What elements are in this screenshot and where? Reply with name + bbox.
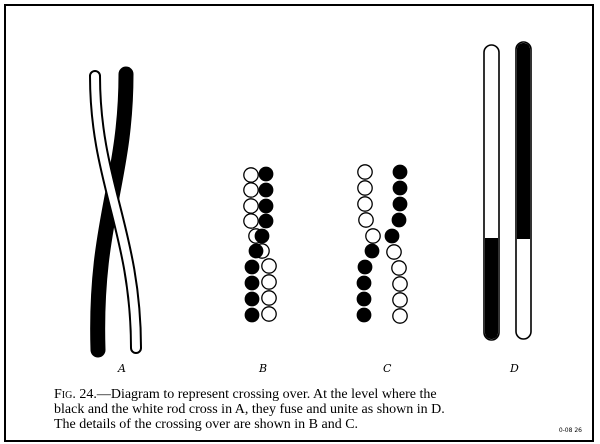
panel-c-black-upper [385, 165, 408, 244]
bead-white [244, 199, 258, 213]
bead-black [392, 213, 407, 228]
panel-c-drawing [357, 165, 408, 324]
bead-black [245, 260, 260, 275]
bead-black [385, 229, 400, 244]
bead-black [365, 244, 380, 259]
panel-label-b: B [259, 362, 267, 375]
bead-black [259, 199, 274, 214]
bead-black [259, 214, 274, 229]
bead-black [259, 183, 274, 198]
rod-d-left-black-segment [485, 238, 498, 339]
caption-line-1-text: —Diagram to represent crossing over. At … [97, 387, 437, 402]
bead-white [262, 275, 276, 289]
bead-white [393, 277, 407, 291]
panel-c-white-upper [358, 165, 380, 243]
caption-line-1: Fig. 24.—Diagram to represent crossing o… [54, 387, 554, 402]
bead-black [357, 308, 372, 323]
crossing-over-diagram [6, 6, 592, 440]
panel-label-d: D [510, 362, 519, 375]
bead-white [244, 168, 258, 182]
bead-white [392, 261, 406, 275]
panel-c-white-lower [387, 245, 407, 323]
bead-black [259, 167, 274, 182]
bead-black [245, 292, 260, 307]
bead-white [393, 293, 407, 307]
bead-white [262, 307, 276, 321]
bead-white [393, 309, 407, 323]
panel-label-a: A [118, 362, 126, 375]
bead-white [366, 229, 380, 243]
rod-d-right-black-join [517, 228, 530, 239]
bead-black [357, 292, 372, 307]
bead-black [255, 229, 270, 244]
panel-label-c: C [383, 362, 391, 375]
figure-frame: A B C D Fig. 24.—Diagram to represent cr… [4, 4, 594, 442]
bead-white [359, 213, 373, 227]
panel-a-drawing [95, 74, 136, 350]
caption-line-2: black and the white rod cross in A, they… [54, 402, 554, 417]
caption-figure-number: Fig. 24. [54, 387, 97, 402]
bead-black [358, 260, 373, 275]
bead-white [358, 181, 372, 195]
bead-white [244, 214, 258, 228]
panel-d-drawing [484, 42, 531, 340]
bead-white [358, 197, 372, 211]
bead-black [249, 244, 264, 259]
rod-d-left-black-join [485, 238, 498, 248]
bead-black [357, 276, 372, 291]
bead-white [262, 259, 276, 273]
rod-d-right-black-segment [517, 43, 530, 239]
bead-black [393, 181, 408, 196]
bead-white [387, 245, 401, 259]
bead-white [244, 183, 258, 197]
bead-white [262, 291, 276, 305]
figure-caption: Fig. 24.—Diagram to represent crossing o… [54, 387, 554, 432]
bead-black [245, 276, 260, 291]
bead-black [245, 308, 260, 323]
panel-b-drawing [244, 167, 276, 323]
caption-line-3: The details of the crossing over are sho… [54, 417, 554, 432]
bead-white [358, 165, 372, 179]
image-code: 0-08 26 [559, 427, 582, 434]
panel-c-black-lower [357, 244, 380, 323]
bead-black [393, 165, 408, 180]
bead-black [393, 197, 408, 212]
